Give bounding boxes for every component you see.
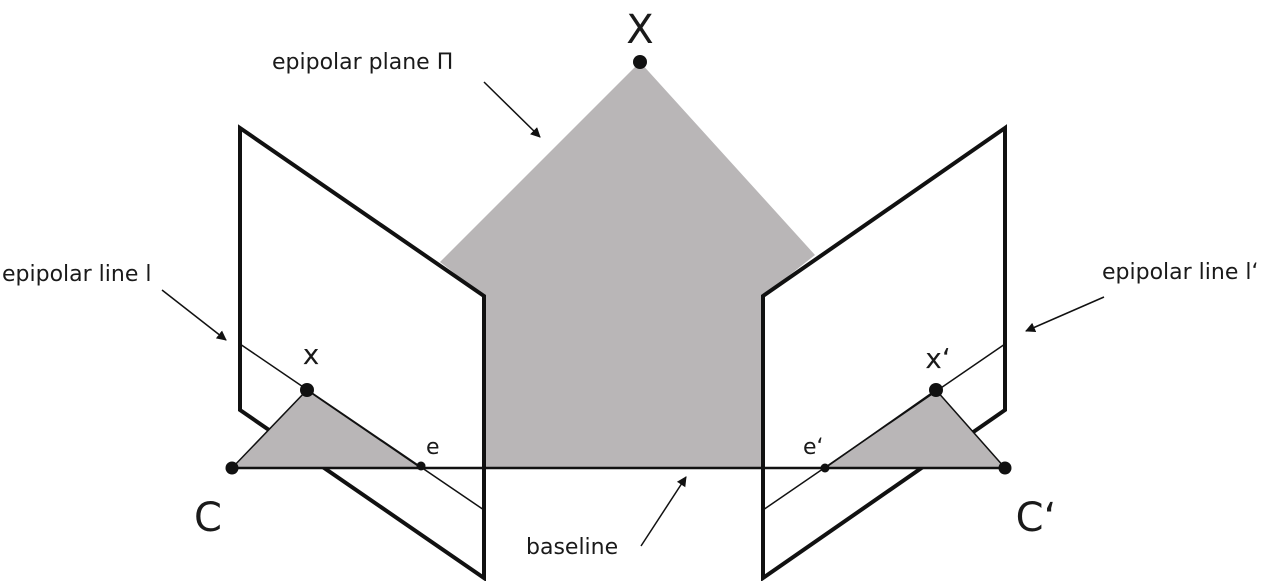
left-triangle <box>230 389 424 469</box>
label-epipolar-plane: epipolar plane Π <box>272 50 453 75</box>
label-point-x-prime: x‘ <box>925 342 950 375</box>
label-epipole-e: e <box>426 435 440 460</box>
label-baseline: baseline <box>526 535 618 560</box>
label-point-x: x <box>303 338 320 371</box>
epipolar-line-right <box>762 343 1006 511</box>
label-center-C: C <box>194 495 222 541</box>
epipole-e-dot <box>416 461 426 471</box>
label-epipolar-line-left: epipolar line l <box>2 262 151 287</box>
label-point-X: X <box>626 7 653 53</box>
left-image-plane <box>238 124 486 581</box>
label-epipolar-line-right: epipolar line l‘ <box>1102 260 1258 285</box>
epipolar-line-left <box>239 343 485 511</box>
arrow-epipolar-line-left <box>161 289 227 341</box>
label-epipole-e-prime: e‘ <box>803 435 824 460</box>
center-C-dot <box>225 461 239 475</box>
arrow-epipolar-line-right <box>1025 296 1105 332</box>
arrow-baseline <box>640 476 687 547</box>
label-center-C-prime: C‘ <box>1016 495 1057 541</box>
point-X-dot <box>633 55 647 69</box>
point-x-dot <box>300 383 314 397</box>
point-x-prime-dot <box>929 383 943 397</box>
right-image-plane <box>761 124 1007 581</box>
center-C-prime-dot <box>998 461 1012 475</box>
arrow-epipolar-plane <box>483 81 541 138</box>
epipole-e-prime-dot <box>820 463 830 473</box>
epipolar-plane <box>440 62 815 468</box>
